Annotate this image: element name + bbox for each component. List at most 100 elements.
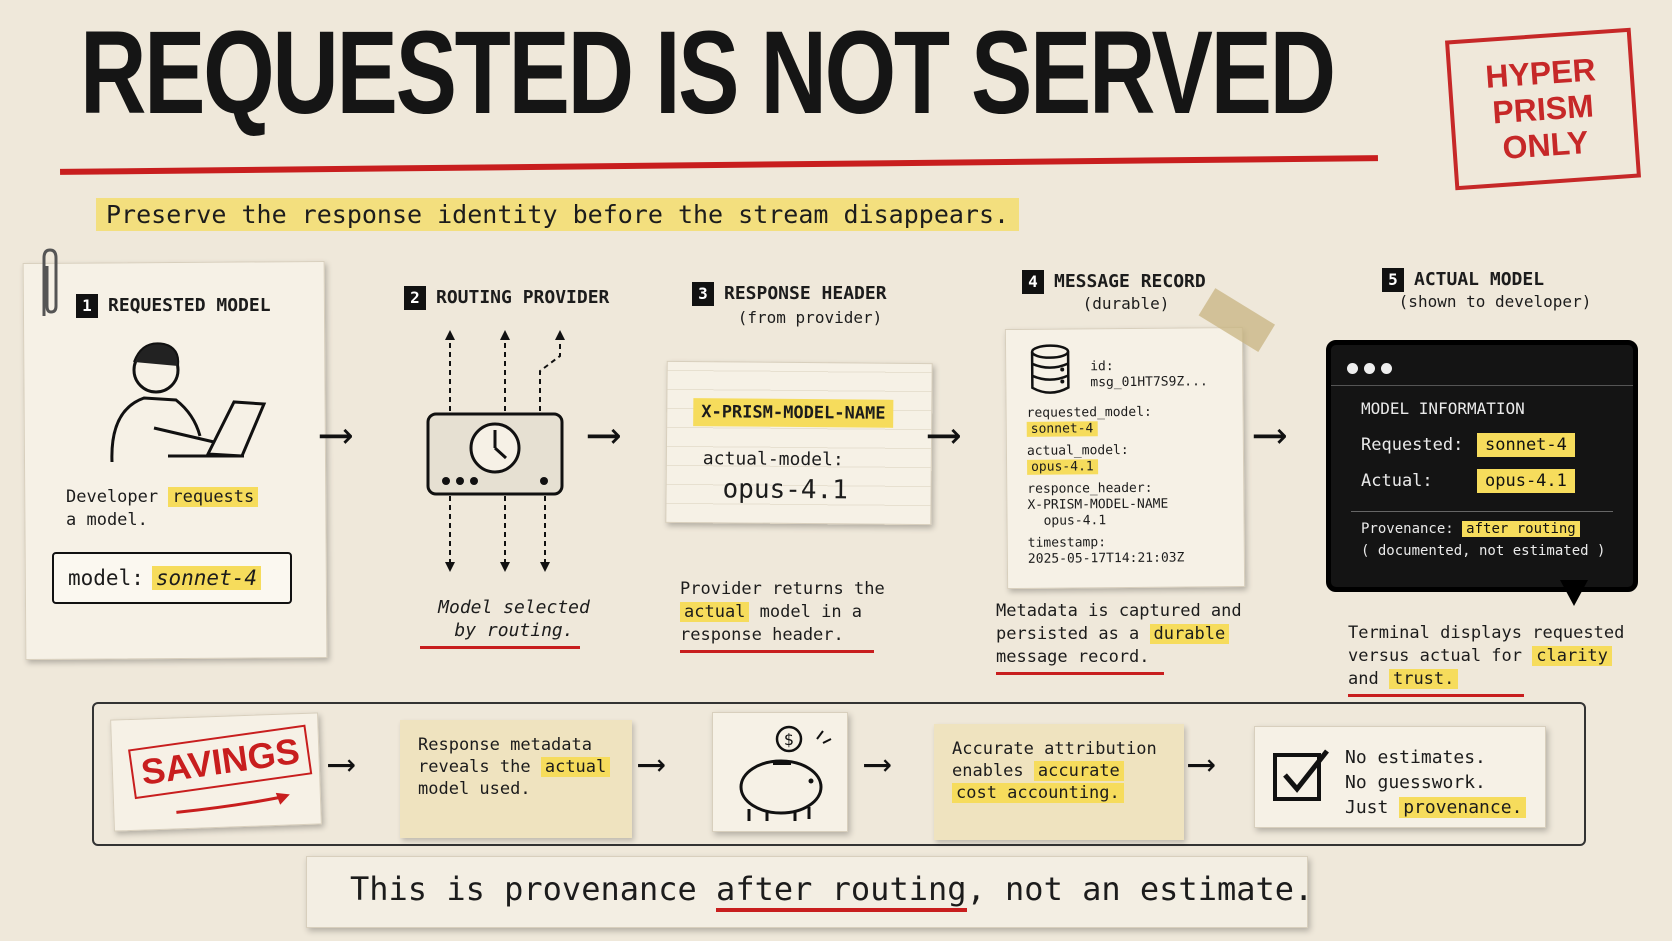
step-1-caption-post: a model. [66, 510, 148, 530]
arrow-4-5: ⟶ [1256, 406, 1284, 460]
step-3-caption: Provider returns the actual model in a r… [680, 578, 920, 647]
arrow-2-3: ⟶ [590, 406, 618, 460]
terminal-divider [1331, 385, 1633, 386]
tape-strip [1198, 288, 1276, 352]
window-dot-icon [1364, 363, 1375, 374]
arrow-s2: ⟶ [640, 741, 663, 785]
footer-text: This is provenance after routing, not an… [350, 870, 1314, 912]
terminal-divider-2 [1351, 511, 1613, 512]
window-dot-icon [1347, 363, 1358, 374]
message-record-card: id: msg_01HT7S9Z... requested_model: son… [1004, 288, 1276, 590]
step-2-caption-line2: by routing. [454, 620, 574, 641]
requested-model-row: sonnet-4 [1026, 420, 1237, 438]
terminal-controls [1347, 359, 1392, 378]
provenance-label: Provenance: [1361, 521, 1454, 537]
step-4-title: MESSAGE RECORD [1054, 271, 1206, 292]
piggy-bank-icon: $ [739, 725, 832, 821]
savings-box-3-text: No estimates. No guesswork. Just provena… [1345, 745, 1527, 820]
step-4-caption-highlight: durable [1149, 624, 1230, 644]
savings-box-1-highlight: actual [540, 757, 611, 777]
footer-pre: This is provenance [350, 870, 697, 908]
response-header-card: X-PRISM-MODEL-NAME actual-model: opus-4.… [665, 360, 933, 526]
step-5-caption-line2: versus actual for [1348, 646, 1522, 666]
step-3-underline [680, 650, 874, 653]
piggy-bank-card: $ [712, 712, 848, 832]
actual-model-value: opus-4.1 [722, 474, 848, 506]
savings-box-2-highlight: accurate [1033, 761, 1124, 781]
response-header-label: responce_header: [1027, 480, 1153, 497]
step-3-number: 3 [692, 282, 714, 306]
step-1-caption-highlight: requests [168, 487, 259, 507]
arrow-s3: ⟶ [866, 741, 889, 785]
step-5-underline [1348, 694, 1524, 697]
actual-model-key: actual-model: [702, 448, 844, 471]
footer-post: , not an estimate. [966, 870, 1314, 908]
svg-text:$: $ [784, 730, 794, 749]
timestamp-value: 2025-05-17T14:21:03Z [1027, 550, 1185, 567]
savings-label-card: SAVINGS [110, 712, 322, 832]
step-1-caption: Developer requests a model. [66, 486, 306, 532]
record-fields: requested_model: sonnet-4 actual_model: … [1027, 404, 1238, 568]
arrow-1-2: ⟶ [322, 406, 350, 460]
step-5-title: ACTUAL MODEL [1414, 269, 1545, 290]
savings-box-1-line3: model used. [418, 779, 531, 799]
footer-highlight: after routing [716, 870, 967, 912]
savings-box-1-line1: Response metadata [418, 735, 592, 755]
page-title: REQUESTED IS NOT SERVED [80, 7, 1336, 139]
requested-row: Requested:sonnet-4 [1361, 433, 1575, 457]
actual-model-row: opus-4.1 [1027, 458, 1237, 476]
step-4-heading: 4 MESSAGE RECORD [1022, 270, 1206, 294]
database-icon [1030, 344, 1070, 394]
requested-label: Requested: [1361, 435, 1464, 455]
step-5-subtitle: (shown to developer) [1398, 292, 1592, 311]
developer-laptop-icon [110, 342, 267, 463]
step-3-heading: 3 RESPONSE HEADER [692, 282, 887, 306]
response-header-name: X-PRISM-MODEL-NAME [693, 398, 894, 428]
step-4-number: 4 [1022, 270, 1044, 294]
step-4-underline [996, 672, 1164, 675]
step-3-caption-line2: model in a [759, 602, 863, 622]
router-icon [426, 330, 565, 572]
record-actual-model-value: opus-4.1 [1027, 459, 1098, 475]
step-5-number: 5 [1382, 268, 1404, 292]
savings-box-2-line3: cost accounting. [952, 783, 1124, 803]
record-id-value: msg_01HT7S9Z... [1090, 374, 1208, 391]
step-3-title: RESPONSE HEADER [724, 283, 887, 304]
step-3-caption-line3: response header. [680, 625, 844, 645]
step-2-number: 2 [404, 286, 426, 310]
savings-box-2-line2: enables [952, 761, 1024, 781]
subtitle: Preserve the response identity before th… [96, 198, 1020, 231]
arrow-s1: ⟶ [330, 741, 353, 785]
step-4-caption-line2: persisted as a [996, 624, 1140, 644]
step-5-caption-highlight-1: clarity [1532, 646, 1612, 666]
provenance-note: ( documented, not estimated ) [1361, 543, 1606, 559]
step-3-caption-highlight: actual [680, 602, 750, 622]
step-3-caption-line1: Provider returns the [680, 579, 885, 599]
requested-model-label: requested_model: [1026, 404, 1152, 421]
title-underline [60, 155, 1378, 175]
step-2-caption-line1: Model selected [438, 597, 590, 618]
window-dot-icon [1381, 363, 1392, 374]
terminal-window: MODEL INFORMATION Requested:sonnet-4 Act… [1326, 340, 1638, 592]
record-id: id: msg_01HT7S9Z... [1090, 358, 1208, 391]
step-5-caption: Terminal displays requested versus actua… [1348, 622, 1638, 691]
response-header-value-2: opus-4.1 [1043, 513, 1107, 529]
step-2-underline [420, 646, 580, 649]
speech-tail [1560, 580, 1588, 606]
checkbox-icon [1273, 749, 1329, 801]
model-field: model: sonnet-4 [52, 552, 292, 604]
savings-box-3-line1: No estimates. [1345, 747, 1486, 768]
red-arrow-icon [176, 792, 290, 814]
provenance-value: after routing [1462, 521, 1580, 537]
hyper-prism-stamp: HYPER PRISM ONLY [1444, 27, 1642, 191]
savings-label: SAVINGS [128, 724, 313, 800]
step-5-caption-highlight-2: trust. [1388, 669, 1459, 689]
requested-model-value: sonnet-4 [1026, 421, 1098, 437]
savings-box-3-line3: Just [1345, 797, 1389, 818]
savings-box-3-line2: No guesswork. [1345, 772, 1486, 793]
step-1-title: REQUESTED MODEL [108, 295, 271, 316]
step-2-title: ROUTING PROVIDER [436, 287, 610, 308]
step-5-caption-line1: Terminal displays requested [1348, 623, 1625, 643]
savings-box-2: Accurate attribution enables accurate co… [934, 724, 1184, 840]
